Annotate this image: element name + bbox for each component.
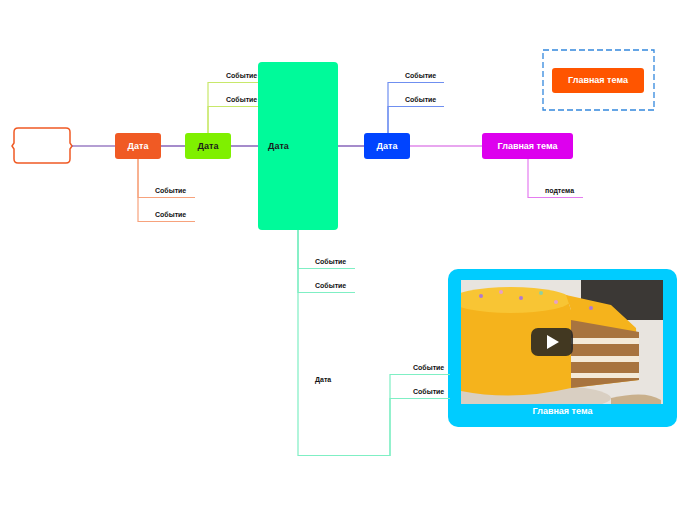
branch-connector xyxy=(138,159,150,222)
topic-text: Событие xyxy=(226,72,257,80)
main-topic: Главная тема xyxy=(482,133,573,159)
event-topic: Событие xyxy=(400,94,444,107)
topic-text: подтема xyxy=(545,187,574,195)
topic-text: Событие xyxy=(413,364,444,372)
topic-text: Главная тема xyxy=(498,141,558,152)
branch-connector xyxy=(338,145,364,146)
cake-video xyxy=(461,280,663,404)
floating-topic: Главная тема xyxy=(552,68,644,93)
topic-text: Событие xyxy=(315,258,346,266)
topic-text: Дата xyxy=(268,141,289,152)
event-topic: Событие xyxy=(310,256,355,269)
topic-text: Событие xyxy=(155,187,186,195)
topic-text: Главная тема xyxy=(568,75,628,86)
branch-connector xyxy=(410,145,482,146)
branch-connector xyxy=(298,230,310,269)
topic-text: Дата xyxy=(198,141,219,152)
event-topic: Событие xyxy=(408,386,450,399)
date-topic: Дата xyxy=(115,133,161,159)
topic-text: Событие xyxy=(315,282,346,290)
topic-text: Событие xyxy=(405,72,436,80)
event-topic: Событие xyxy=(221,94,263,107)
subtopic: подтема xyxy=(540,185,583,198)
date-topic: Дата xyxy=(258,62,338,230)
branch-connector xyxy=(208,107,221,134)
branch-line xyxy=(72,145,115,146)
dashed-frame xyxy=(543,50,654,110)
event-topic: Событие xyxy=(408,362,450,375)
branch-connector xyxy=(298,230,310,293)
topic-text: Дата xyxy=(128,141,149,152)
branch-connector xyxy=(528,159,540,198)
branch-connector xyxy=(390,375,408,457)
branch-connector xyxy=(298,230,310,456)
event-topic: Событие xyxy=(221,70,263,83)
branch-connector xyxy=(390,399,408,457)
topic-text: Событие xyxy=(413,388,444,396)
event-topic: Событие xyxy=(150,209,195,222)
topic-text: Дата xyxy=(377,141,398,152)
topic-text: Событие xyxy=(405,96,436,104)
date-subtopic: Дата xyxy=(310,372,390,456)
topic-text: Главная тема xyxy=(533,406,593,417)
topic-text: Событие xyxy=(226,96,257,104)
date-topic: Дата xyxy=(364,133,410,159)
branch-connector xyxy=(138,159,150,198)
event-topic: Событие xyxy=(150,185,195,198)
topic-text: Дата xyxy=(315,376,331,384)
branch-connector xyxy=(231,145,258,146)
branch-connector xyxy=(388,107,400,134)
empty-topic xyxy=(12,128,72,163)
event-topic: Событие xyxy=(400,70,444,83)
branch-connector xyxy=(208,83,221,134)
topic-text: Событие xyxy=(155,211,186,219)
branch-connector xyxy=(161,145,185,146)
branch-connector xyxy=(388,83,400,134)
event-topic: Событие xyxy=(310,280,355,293)
date-topic: Дата xyxy=(185,133,231,159)
